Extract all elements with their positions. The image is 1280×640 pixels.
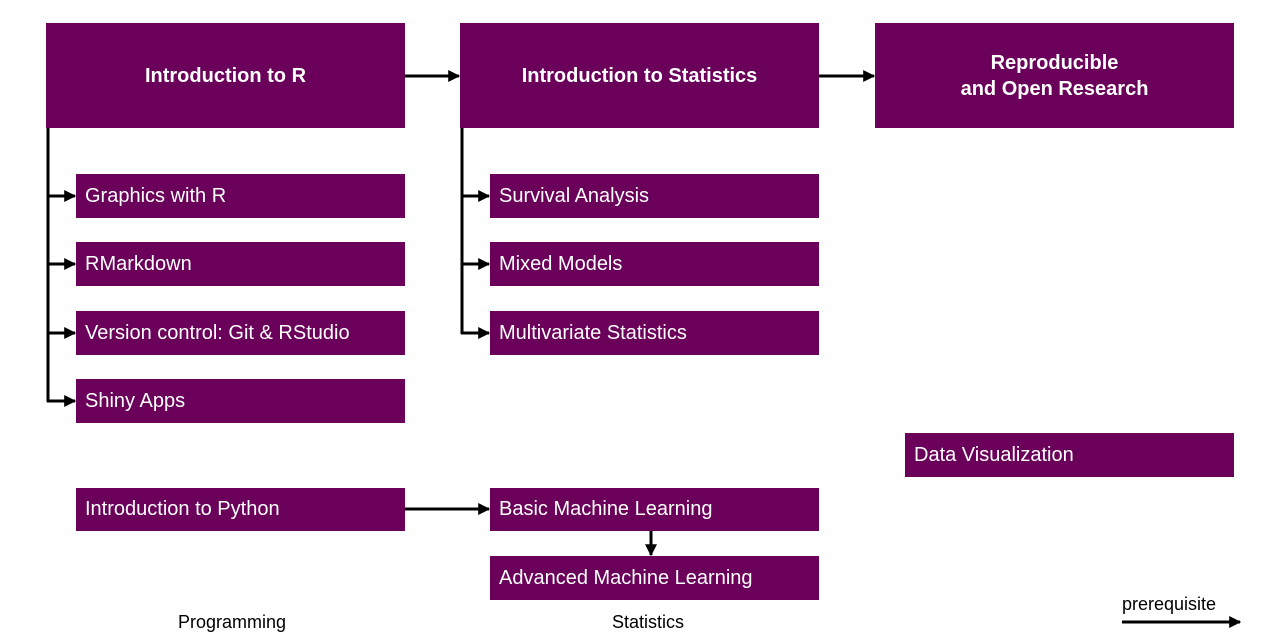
box-rmarkdown[interactable]: RMarkdown: [76, 242, 405, 286]
box-version-control[interactable]: Version control: Git & RStudio: [76, 311, 405, 355]
box-graphics-with-r-label: Graphics with R: [85, 184, 227, 207]
box-mixed-models-label: Mixed Models: [499, 252, 623, 275]
box-introduction-to-statistics[interactable]: Introduction to Statistics: [460, 23, 819, 128]
box-basic-machine-learning[interactable]: Basic Machine Learning: [490, 488, 819, 531]
box-advanced-machine-learning[interactable]: Advanced Machine Learning: [490, 556, 819, 600]
box-introduction-to-python-label: Introduction to Python: [85, 498, 280, 520]
box-version-control-label: Version control: Git & RStudio: [85, 321, 350, 344]
box-rmarkdown-label: RMarkdown: [85, 252, 192, 275]
box-mixed-models[interactable]: Mixed Models: [490, 242, 819, 286]
reproducible-line-2: and Open Research: [960, 77, 1149, 100]
legend-prerequisite-label: prerequisite: [1122, 594, 1217, 614]
box-basic-machine-learning-label: Basic Machine Learning: [499, 498, 713, 520]
box-introduction-to-statistics-label: Introduction to Statistics: [521, 64, 758, 87]
box-shiny-apps-label: Shiny Apps: [85, 389, 186, 412]
box-introduction-to-r-label: Introduction to R: [144, 64, 307, 87]
box-advanced-machine-learning-label: Advanced Machine Learning: [499, 566, 753, 589]
box-survival-analysis-label: Survival Analysis: [499, 184, 650, 207]
box-introduction-to-r[interactable]: Introduction to R: [46, 23, 405, 128]
caption-programming: Programming: [178, 612, 287, 632]
caption-statistics: Statistics: [612, 612, 685, 632]
box-graphics-with-r[interactable]: Graphics with R: [76, 174, 405, 218]
box-data-visualization[interactable]: Data Visualization: [905, 433, 1234, 477]
box-reproducible-open-research-label: Reproducible and Open Research: [961, 50, 1149, 102]
box-multivariate-statistics[interactable]: Multivariate Statistics: [490, 311, 819, 355]
box-introduction-to-python[interactable]: Introduction to Python: [76, 488, 405, 531]
box-survival-analysis[interactable]: Survival Analysis: [490, 174, 819, 218]
box-multivariate-statistics-label: Multivariate Statistics: [499, 321, 687, 344]
box-data-visualization-label: Data Visualization: [914, 443, 1074, 466]
reproducible-line-1: Reproducible: [990, 51, 1119, 74]
box-reproducible-open-research[interactable]: Reproducible and Open Research: [875, 23, 1234, 128]
box-shiny-apps[interactable]: Shiny Apps: [76, 379, 405, 423]
